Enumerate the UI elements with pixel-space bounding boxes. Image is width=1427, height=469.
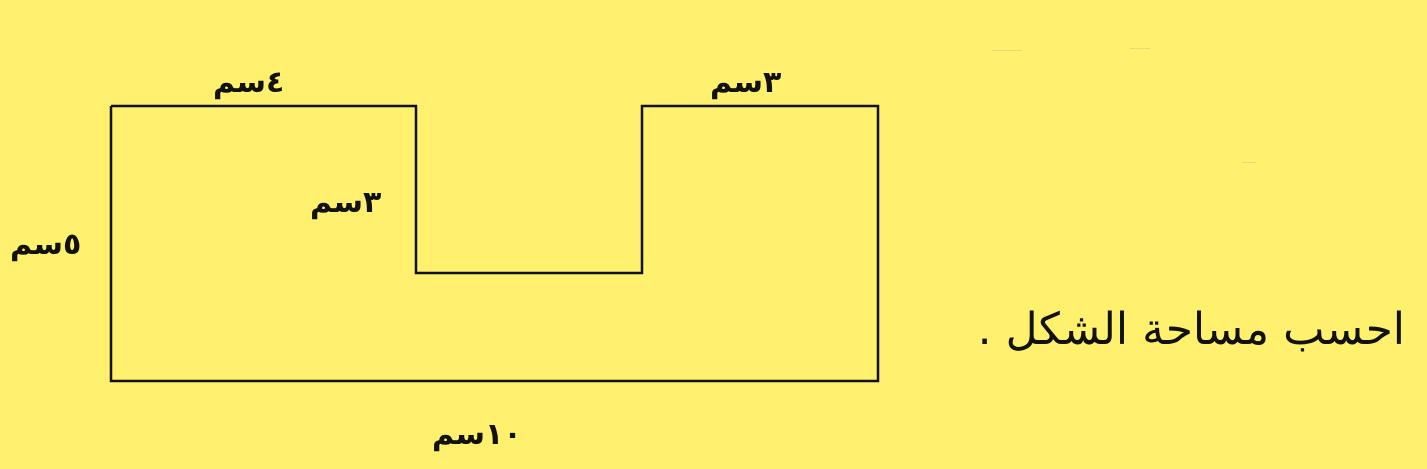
background-speck — [1242, 162, 1256, 163]
notch-depth-label: ٣سم — [310, 185, 382, 220]
background-speck — [1130, 48, 1150, 49]
background-speck — [992, 50, 1022, 51]
question-text: احسب مساحة الشكل . — [977, 304, 1405, 355]
left-height-label: ٥سم — [10, 227, 82, 262]
shape-outline — [109, 104, 880, 383]
bottom-width-label: ١٠سم — [432, 417, 522, 452]
top-left-width-label: ٤سم — [213, 65, 285, 100]
top-right-width-label: ٣سم — [710, 65, 782, 100]
